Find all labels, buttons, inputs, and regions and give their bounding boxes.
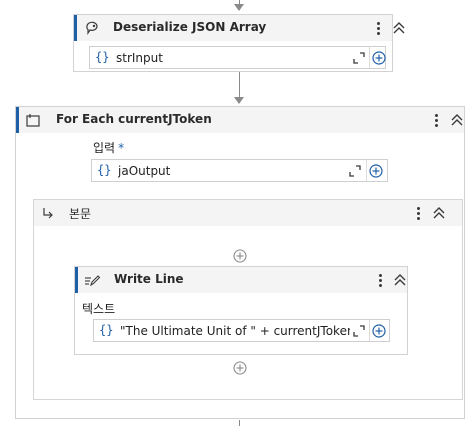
body-more-menu-icon[interactable] [411,203,425,223]
connector-top-arrow [234,4,244,11]
foreach-title: For Each currentJToken [56,112,212,126]
body-header[interactable]: 본문 [34,200,462,226]
foreach-more-menu-icon[interactable] [429,110,443,130]
expression-braces-icon: {} [97,163,112,177]
expand-editor-icon[interactable] [353,325,365,337]
add-activity-top-icon[interactable] [233,249,247,263]
expand-editor-icon[interactable] [353,52,365,64]
deserialize-json-array-activity[interactable]: Deserialize JSON Array {} strInput [73,14,405,72]
deserialize-more-menu-icon[interactable] [371,18,385,38]
foreach-body-container[interactable]: 본문 Wri [33,199,463,400]
write-line-activity[interactable]: Write Line 텍스트 {} "The Ultimate Unit of … [74,266,408,355]
write-line-icon [83,271,101,289]
deserialize-title: Deserialize JSON Array [113,20,267,34]
add-variable-plus-icon[interactable] [372,51,386,65]
add-variable-plus-icon[interactable] [369,164,383,178]
for-each-activity[interactable]: For Each currentJToken 입력* {} jaOutput [15,106,465,419]
expression-braces-icon: {} [95,50,110,64]
field-separator [369,320,370,341]
writeline-text-label: 텍스트 [82,302,116,316]
writeline-collapse-icon[interactable] [392,271,408,289]
field-separator [369,47,370,68]
foreach-input-label-text: 입력 [93,141,116,155]
body-title: 본문 [69,207,92,221]
add-variable-plus-icon[interactable] [372,324,386,338]
writeline-more-menu-icon[interactable] [373,270,387,290]
deserialize-collapse-icon[interactable] [391,19,407,37]
foreach-input-label: 입력* [93,139,124,156]
add-activity-bottom-icon[interactable] [233,361,247,375]
deserialize-input-value[interactable]: strInput [116,51,163,65]
expand-editor-icon[interactable] [349,165,361,177]
json-deserialize-icon [83,19,101,37]
deserialize-header[interactable]: Deserialize JSON Array [74,15,405,41]
connector-top [239,0,240,6]
connector-bottom [239,420,240,426]
body-collapse-icon[interactable] [431,204,447,222]
writeline-title: Write Line [114,272,184,286]
writeline-header[interactable]: Write Line [75,267,407,293]
writeline-text-field[interactable]: {} "The Ultimate Unit of " + currentJTok… [93,319,390,342]
foreach-header[interactable]: For Each currentJToken [16,107,464,133]
body-arrow-icon [39,204,57,222]
expression-braces-icon: {} [99,323,114,337]
foreach-loop-icon [24,111,42,129]
deserialize-input-field[interactable]: {} strInput [89,46,386,69]
field-separator [366,160,367,181]
required-marker: * [118,141,125,155]
foreach-input-value[interactable]: jaOutput [118,164,171,178]
writeline-text-value[interactable]: "The Ultimate Unit of " + currentJToken.… [120,324,350,338]
connector-middle [239,72,240,98]
foreach-collapse-icon[interactable] [449,111,465,129]
connector-middle-arrow [234,97,244,104]
foreach-input-field[interactable]: {} jaOutput [91,159,388,182]
